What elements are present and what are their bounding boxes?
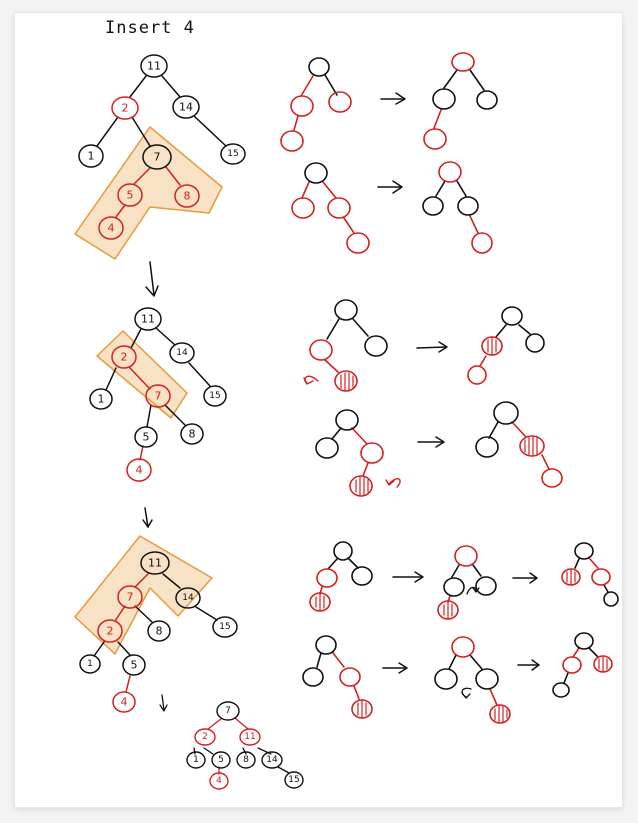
node: 5 <box>117 183 143 207</box>
highlight-region <box>74 126 223 260</box>
node: 7 <box>117 585 143 609</box>
node-label: 11 <box>244 732 255 742</box>
node-label: 7 <box>155 390 162 403</box>
node-label: 7 <box>127 591 134 604</box>
node: 4 <box>112 691 136 713</box>
right-arrow <box>517 659 540 671</box>
node-label: 2 <box>122 102 129 115</box>
node: 11 <box>239 728 261 746</box>
right-arrow <box>512 572 538 584</box>
node-label: 5 <box>131 659 138 672</box>
right-arrow <box>392 571 424 583</box>
node: 14 <box>169 342 195 364</box>
tree-2: 11 2 14 1 7 15 5 8 <box>89 307 227 482</box>
node-label: 8 <box>156 625 163 638</box>
node-label: 1 <box>88 150 95 163</box>
node: 15 <box>220 143 246 165</box>
highlight-region <box>74 535 213 655</box>
node-label: 7 <box>154 151 161 164</box>
node-label: 14 <box>179 101 193 114</box>
node-label: 5 <box>143 431 150 444</box>
node-label: 11 <box>141 313 155 326</box>
node: 4 <box>126 458 152 482</box>
node: 15 <box>203 385 227 407</box>
node-label: 14 <box>176 348 188 358</box>
node: 11 <box>140 54 168 78</box>
node-label: 1 <box>87 659 93 669</box>
node: 7 <box>216 701 240 721</box>
node-label: 4 <box>216 776 222 786</box>
node: 1 <box>78 144 104 168</box>
node: 2 <box>111 96 139 120</box>
right-arrow <box>417 436 445 448</box>
node: 7 <box>142 144 172 170</box>
rotation-sketch-5 <box>309 541 619 620</box>
node-label: 2 <box>121 351 128 364</box>
highlight-region <box>96 330 188 419</box>
node: 5 <box>122 654 146 676</box>
node: 7 <box>145 384 171 408</box>
node-label: 4 <box>121 696 128 709</box>
node-label: 4 <box>136 464 143 477</box>
node: 11 <box>140 551 170 575</box>
node: 15 <box>284 771 304 789</box>
node-label: 1 <box>193 755 199 765</box>
node: 14 <box>172 95 200 119</box>
node: 1 <box>186 751 206 769</box>
node-label: 8 <box>243 755 249 765</box>
node: 5 <box>134 426 158 448</box>
node-label: 11 <box>148 557 162 570</box>
tree-4: 7 2 11 1 5 8 14 4 <box>186 701 304 790</box>
node: 11 <box>134 307 162 331</box>
notebook-page <box>15 13 622 807</box>
node-label: 1 <box>98 393 105 406</box>
node-label: 15 <box>227 149 238 159</box>
node: 1 <box>79 654 101 674</box>
node: 15 <box>212 616 238 638</box>
node-label: 14 <box>182 593 194 603</box>
node-label: 11 <box>147 60 161 73</box>
node: 8 <box>174 184 200 208</box>
rotation-sketch-2 <box>291 161 493 254</box>
node: 8 <box>147 620 171 642</box>
node: 8 <box>236 751 256 769</box>
node: 14 <box>261 751 283 769</box>
rotation-sketch-4 <box>315 401 563 497</box>
node: 14 <box>175 587 201 609</box>
node: 1 <box>89 388 113 410</box>
node: 5 <box>211 751 231 769</box>
rotation-sketch-3 <box>303 299 545 392</box>
node-label: 15 <box>288 775 299 785</box>
node-label: 4 <box>108 222 115 235</box>
node-label: 5 <box>127 189 134 202</box>
right-arrow <box>380 92 406 105</box>
node: 2 <box>111 345 137 369</box>
rotation-sketch-6 <box>302 632 613 724</box>
node-label: 8 <box>184 190 191 203</box>
right-arrow <box>382 662 408 674</box>
node-label: 15 <box>219 622 230 632</box>
tree-3: 11 7 14 2 8 15 1 5 <box>74 535 238 713</box>
page-title: Insert 4 <box>105 18 195 38</box>
node-label: 14 <box>266 755 278 765</box>
down-arrow <box>145 261 159 297</box>
node-label: 15 <box>209 391 220 401</box>
rotation-sketch-1 <box>280 52 498 152</box>
node: 4 <box>98 216 124 240</box>
node: 4 <box>209 772 229 790</box>
tree-1: 11 2 14 1 7 15 5 8 <box>74 54 246 260</box>
right-arrow <box>377 180 403 194</box>
down-arrow <box>142 507 153 528</box>
down-arrow <box>159 694 168 712</box>
node-label: 2 <box>202 732 208 742</box>
right-arrow <box>416 341 448 353</box>
node: 2 <box>97 619 123 643</box>
node: 2 <box>194 728 216 746</box>
node: 8 <box>180 423 204 445</box>
node-label: 2 <box>107 625 114 638</box>
node-label: 8 <box>189 428 196 441</box>
node-label: 5 <box>218 755 224 765</box>
node-label: 7 <box>225 706 231 716</box>
